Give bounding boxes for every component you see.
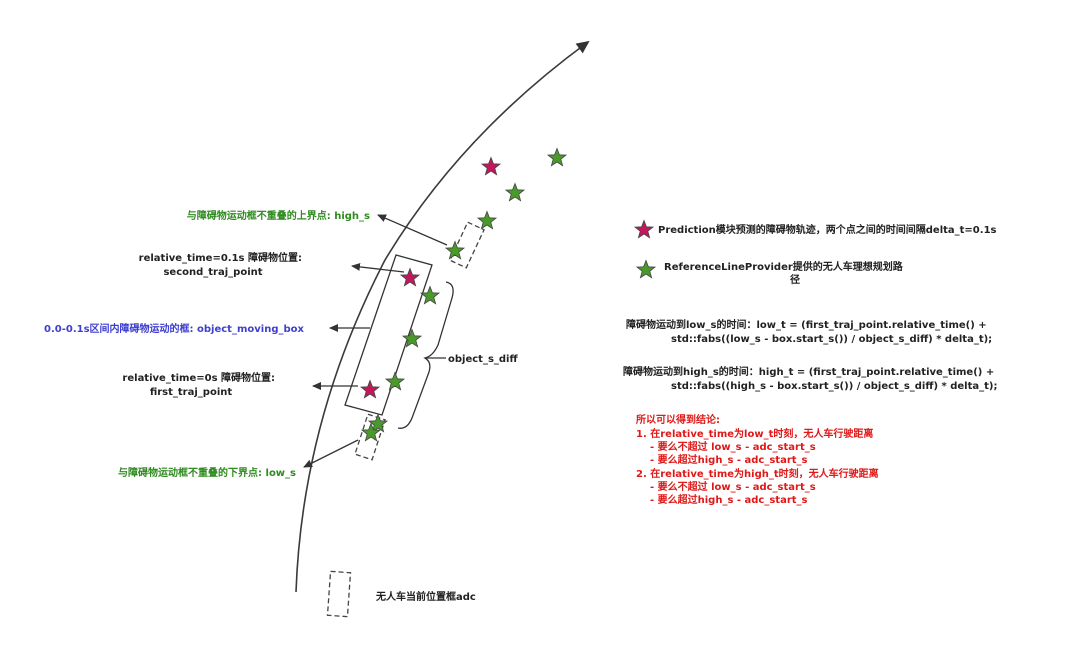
conclusion-item1-a: - 要么不超过 low_s - adc_start_s <box>650 440 816 453</box>
low-s-dashed-box <box>354 413 386 461</box>
reference-point-green-star-icon <box>367 413 389 433</box>
adc-dashed-box <box>326 570 352 618</box>
prediction-point-magenta-star-icon <box>359 379 381 399</box>
low-s-arrow <box>303 439 359 468</box>
conclusion-item2-b: - 要么超过high_s - adc_start_s <box>650 493 808 506</box>
high-s-label: 与障碍物运动框不重叠的上界点: high_s <box>187 209 370 222</box>
conclusion-title: 所以可以得到结论: <box>636 413 720 426</box>
high-s-dashed-box <box>449 221 485 269</box>
object-moving-box <box>344 254 433 416</box>
low-t-formula-line1: 障碍物运动到low_s的时间：low_t = (first_traj_point… <box>626 318 987 331</box>
legend-reference-text-line1: ReferenceLineProvider提供的无人车理想规划路 <box>664 260 904 273</box>
first-traj-label-line1: relative_time=0s 障碍物位置: <box>122 371 275 384</box>
legend-prediction-text: Prediction模块预测的障碍物轨迹，两个点之间的时间间隔delta_t=0… <box>658 223 997 236</box>
high-t-formula-line2: std::fabs((high_s - box.start_s()) / obj… <box>671 381 997 392</box>
reference-trajectory-curve <box>295 40 590 593</box>
first-traj-label-line2: first_traj_point <box>150 387 233 398</box>
conclusion-item2: 2. 在relative_time为high_t时刻，无人车行驶距离 <box>636 467 879 480</box>
low-s-label: 与障碍物运动框不重叠的下界点: low_s <box>118 466 296 479</box>
reference-point-green-star-icon <box>360 422 382 442</box>
second-traj-arrow <box>351 262 405 273</box>
prediction-point-magenta-star-icon <box>480 156 502 176</box>
legend-reference-star-icon <box>635 259 657 279</box>
second-traj-label-line2: second_traj_point <box>163 267 262 278</box>
moving-box-label: 0.0-0.1s区间内障碍物运动的框: object_moving_box <box>44 322 305 335</box>
object-s-diff-bracket <box>397 281 454 429</box>
conclusion: 所以可以得到结论: 1. 在relative_time为low_t时刻，无人车行… <box>636 413 879 506</box>
stars-layer <box>359 147 568 442</box>
conclusion-item1-b: - 要么超过high_s - adc_start_s <box>650 453 808 466</box>
reference-point-green-star-icon <box>401 328 423 348</box>
reference-point-green-star-icon <box>419 285 441 305</box>
high-t-formula-line1: 障碍物运动到high_s的时间：high_t = (first_traj_poi… <box>623 365 994 378</box>
prediction-point-magenta-star-icon <box>399 267 421 287</box>
reference-point-green-star-icon <box>476 210 498 230</box>
high-s-arrow <box>377 214 448 246</box>
low-t-formula-line2: std::fabs((low_s - box.start_s()) / obje… <box>671 334 992 345</box>
legend: Prediction模块预测的障碍物轨迹，两个点之间的时间间隔delta_t=0… <box>633 219 997 286</box>
legend-prediction-star-icon <box>633 219 655 239</box>
conclusion-item1: 1. 在relative_time为low_t时刻，无人车行驶距离 <box>636 427 873 440</box>
object-s-diff-label: object_s_diff <box>448 354 518 365</box>
reference-point-green-star-icon <box>504 182 526 202</box>
reference-point-green-star-icon <box>384 371 406 391</box>
adc-label: 无人车当前位置框adc <box>375 590 476 603</box>
conclusion-item2-a: - 要么不超过 low_s - adc_start_s <box>650 480 816 493</box>
legend-reference-text-line2: 径 <box>790 273 800 286</box>
formulas: 障碍物运动到low_s的时间：low_t = (first_traj_point… <box>623 318 997 392</box>
reference-point-green-star-icon <box>546 147 568 167</box>
reference-point-green-star-icon <box>444 240 466 260</box>
second-traj-label-line1: relative_time=0.1s 障碍物位置: <box>139 251 302 264</box>
